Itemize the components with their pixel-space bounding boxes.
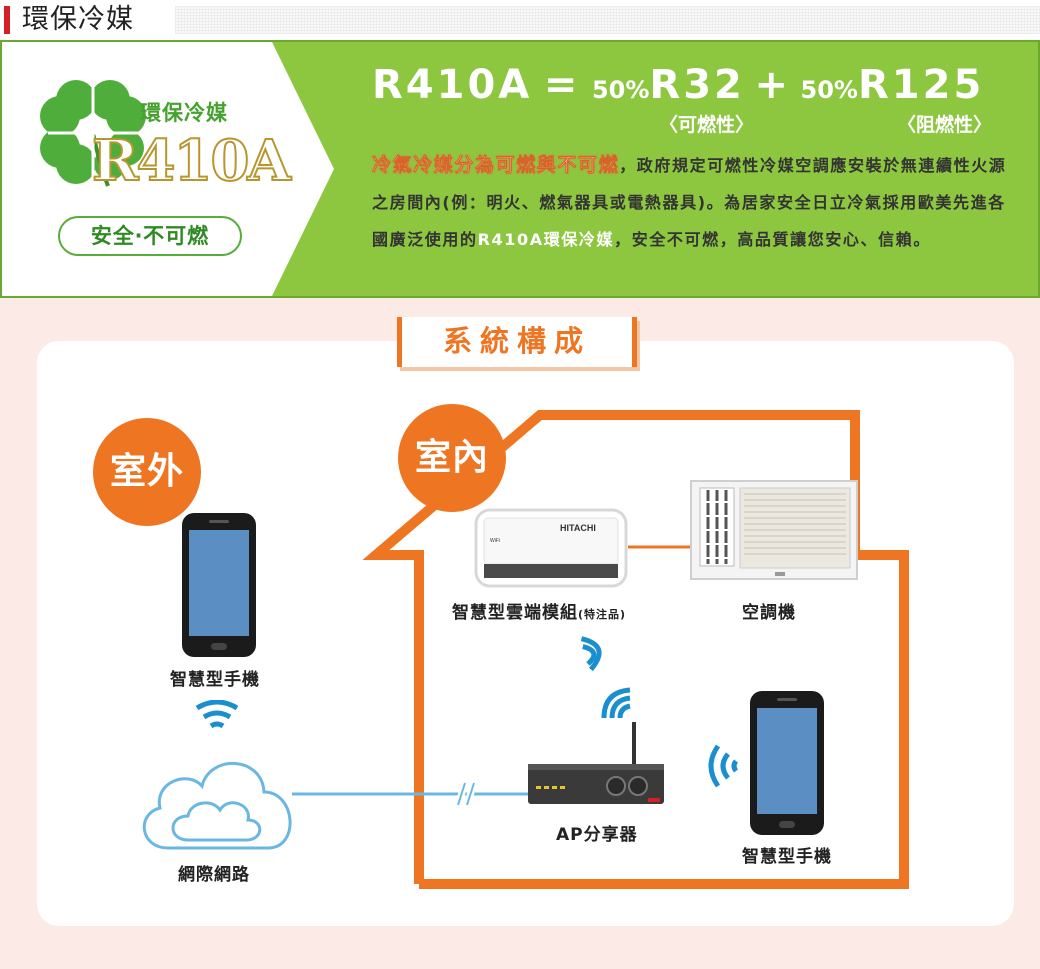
safety-pill: 安全‧不可燃 xyxy=(58,216,242,256)
formula-plus: + xyxy=(754,62,791,108)
refrigerant-description: 冷氣冷媒分為可燃與不可燃，政府規定可燃性冷媒空調應安裝於無連續性火源之房間內(例… xyxy=(372,147,1012,258)
page-header: 環保冷媒 xyxy=(0,0,1040,40)
outdoor-phone-label: 智慧型手機 xyxy=(170,670,260,690)
outdoor-badge: 室外 xyxy=(93,418,201,526)
formula-r32: R32 xyxy=(649,62,745,108)
page-title: 環保冷媒 xyxy=(22,4,134,35)
formula-r410a: R410A xyxy=(372,62,533,108)
formula-equals: = xyxy=(543,62,581,108)
description-highlight-2: R410A環保冷媒 xyxy=(477,230,615,249)
module-wifi-text: WiFi xyxy=(490,538,500,544)
indoor-badge: 室內 xyxy=(398,404,506,512)
description-highlight: 冷氣冷媒分為可燃與不可燃 xyxy=(372,154,620,177)
description-text-1: ，政府規定可燃性冷媒空調應安裝於無連續性火源之房間內(例：明火、燃氣器具或電熱器… xyxy=(372,156,1007,249)
air-conditioner-label: 空調機 xyxy=(742,603,796,623)
r125-note: 〈阻燃性〉 xyxy=(897,114,993,136)
formula-r125: R125 xyxy=(857,62,985,108)
house-outline xyxy=(362,410,909,889)
wifi-signal-left-icon xyxy=(708,744,739,788)
formula-pct-2: 50% xyxy=(800,76,858,104)
internet-label: 網際網路 xyxy=(178,865,250,885)
refrigerant-formula: R410A = 50%R32 + 50%R125 xyxy=(372,62,1022,114)
cloud-module-label-main: 智慧型雲端模組 xyxy=(452,603,578,623)
cloud-module-note: (特注品) xyxy=(578,608,627,621)
description-text-2: ，安全不可燃，高品質讓您安心、信賴。 xyxy=(614,230,931,249)
system-title: 系統構成 xyxy=(397,317,637,367)
wifi-signal-down-icon xyxy=(580,636,602,672)
cloud-module-label: 智慧型雲端模組(特注品) xyxy=(452,598,626,623)
header-accent-bar xyxy=(4,6,10,34)
cloud-module-icon: HITACHI WiFi xyxy=(474,508,628,588)
header-pattern xyxy=(175,6,1040,34)
smartphone-icon xyxy=(182,513,256,657)
module-brand-text: HITACHI xyxy=(560,523,596,533)
logo-tagline: 環保冷媒 xyxy=(140,101,228,125)
air-conditioner-icon xyxy=(690,480,858,580)
r32-note: 〈可燃性〉 xyxy=(659,114,755,136)
r410a-logo-mark: R410A xyxy=(91,127,292,195)
router-icon xyxy=(528,722,664,804)
wifi-signal-icon xyxy=(195,700,239,729)
wifi-signal-up-icon xyxy=(601,687,631,719)
smartphone-indoor-icon xyxy=(750,691,824,835)
indoor-phone-label: 智慧型手機 xyxy=(742,847,832,867)
cloud-icon xyxy=(142,762,292,850)
formula-pct-1: 50% xyxy=(591,76,650,104)
router-label: AP分享器 xyxy=(556,825,638,845)
clover-icon xyxy=(40,80,146,187)
